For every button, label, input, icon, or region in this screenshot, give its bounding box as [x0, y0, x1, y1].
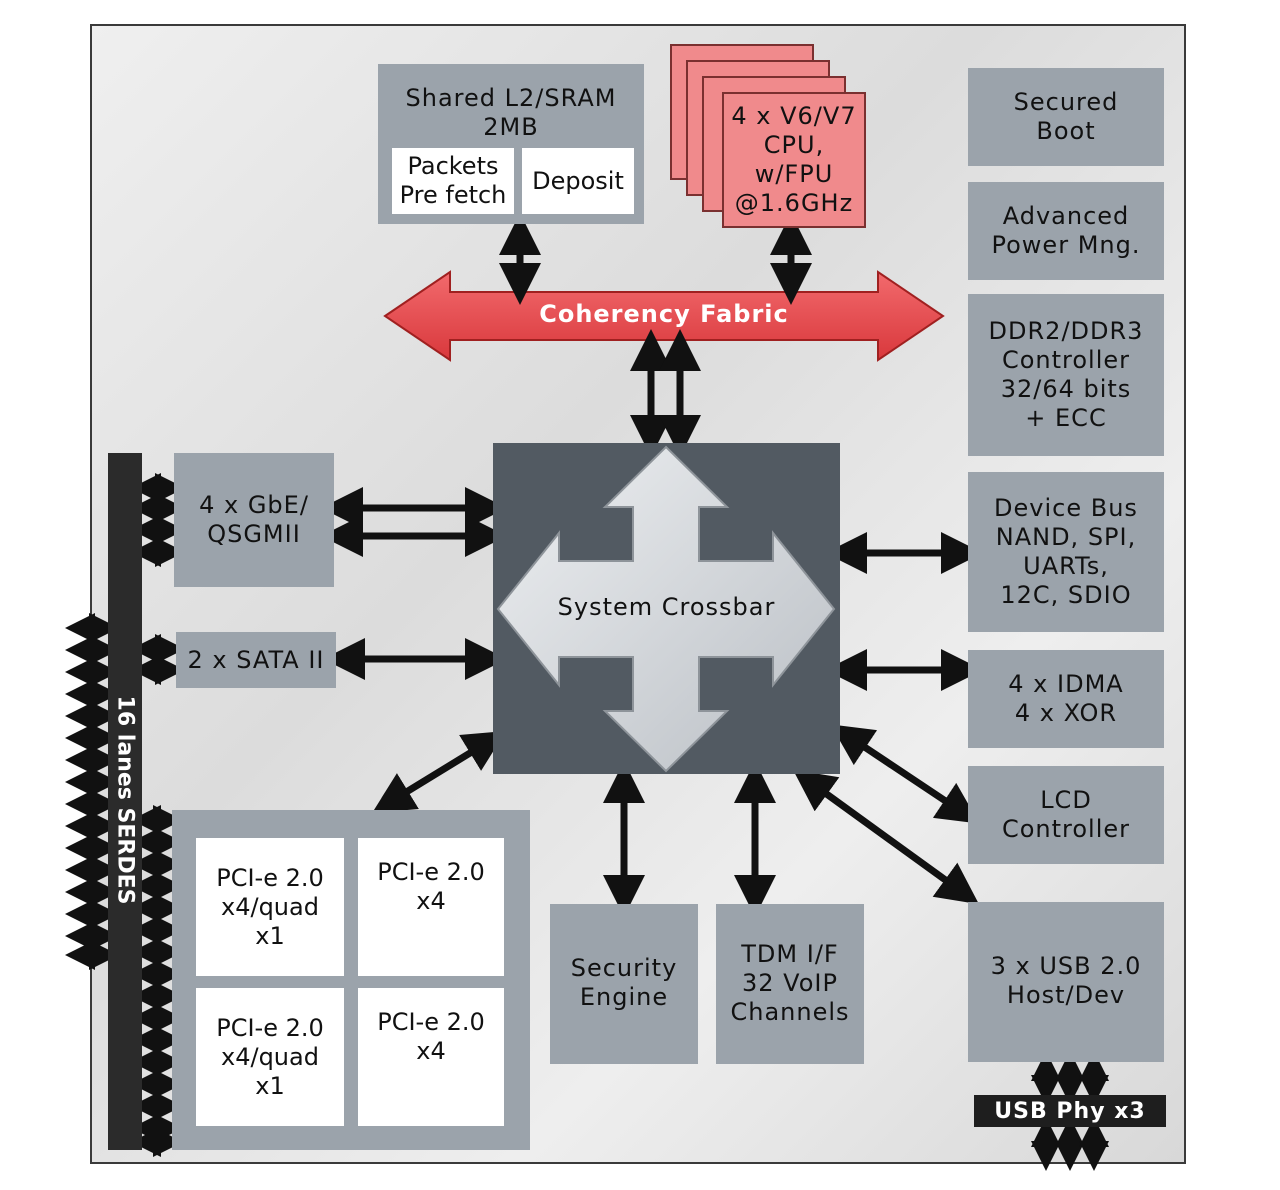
idma-block: 4 x IDMA 4 x XOR — [968, 650, 1164, 748]
usb-block: 3 x USB 2.0 Host/Dev — [968, 902, 1164, 1062]
security-engine-block: Security Engine — [550, 904, 698, 1064]
lcd-label: LCD Controller — [1001, 786, 1131, 843]
power-mng-block: Advanced Power Mng. — [968, 182, 1164, 280]
idma-label: 4 x IDMA 4 x XOR — [1008, 670, 1124, 727]
usb-phy-label: USB Phy x3 — [994, 1098, 1146, 1124]
secured-boot-block: Secured Boot — [968, 68, 1164, 166]
deposit-block: Deposit — [522, 148, 634, 214]
power-mng-label: Advanced Power Mng. — [991, 202, 1141, 259]
pcie-block-1: PCI-e 2.0 x4/quad x1 — [196, 838, 344, 976]
tdm-block: TDM I/F 32 VoIP Channels — [716, 904, 864, 1064]
sata-block: 2 x SATA II — [176, 632, 336, 688]
lcd-link — [830, 724, 980, 824]
cpu-block: 4 x V6/V7 CPU, w/FPU @1.6GHz — [722, 92, 866, 228]
pcie-block-2: PCI-e 2.0 x4 — [358, 838, 504, 976]
pcie-link — [372, 731, 506, 813]
deposit-label: Deposit — [532, 166, 624, 195]
usb-phy-bar: USB Phy x3 — [974, 1095, 1166, 1127]
tdm-label: TDM I/F 32 VoIP Channels — [730, 940, 850, 1026]
shared-l2-label: Shared L2/SRAM 2MB — [405, 84, 617, 141]
device-bus-label: Device Bus NAND, SPI, UARTs, 12C, SDIO — [994, 494, 1138, 609]
ddr-block: DDR2/DDR3 Controller 32/64 bits + ECC — [968, 294, 1164, 456]
pcie-label-3: PCI-e 2.0 x4/quad x1 — [216, 1013, 324, 1100]
serdes-bar — [108, 453, 142, 1150]
coherency-fabric-label: Coherency Fabric — [539, 300, 789, 328]
pcie-label-4: PCI-e 2.0 x4 — [377, 1008, 485, 1065]
usb-label: 3 x USB 2.0 Host/Dev — [990, 952, 1142, 1009]
packets-prefetch-label: Packets Pre fetch — [399, 152, 507, 209]
ddr-label: DDR2/DDR3 Controller 32/64 bits + ECC — [988, 317, 1144, 432]
pcie-block-3: PCI-e 2.0 x4/quad x1 — [196, 988, 344, 1126]
usb-link — [792, 769, 980, 905]
pcie-block-4: PCI-e 2.0 x4 — [358, 988, 504, 1126]
pcie-label-1: PCI-e 2.0 x4/quad x1 — [216, 863, 324, 950]
system-crossbar-block — [493, 443, 840, 774]
cpu-label: 4 x V6/V7 CPU, w/FPU @1.6GHz — [731, 102, 857, 217]
crossbar-arrows-icon — [496, 445, 836, 773]
packets-prefetch-block: Packets Pre fetch — [392, 148, 514, 214]
system-crossbar-label: System Crossbar — [557, 593, 776, 621]
gbe-block: 4 x GbE/ QSGMII — [174, 453, 334, 587]
pcie-label-2: PCI-e 2.0 x4 — [377, 858, 485, 915]
security-engine-label: Security Engine — [570, 954, 678, 1011]
sata-label: 2 x SATA II — [187, 645, 325, 674]
serdes-label: 16 lanes SERDES — [112, 695, 138, 905]
device-bus-block: Device Bus NAND, SPI, UARTs, 12C, SDIO — [968, 472, 1164, 632]
secured-boot-label: Secured Boot — [1013, 88, 1119, 145]
lcd-block: LCD Controller — [968, 766, 1164, 864]
gbe-label: 4 x GbE/ QSGMII — [199, 491, 309, 548]
